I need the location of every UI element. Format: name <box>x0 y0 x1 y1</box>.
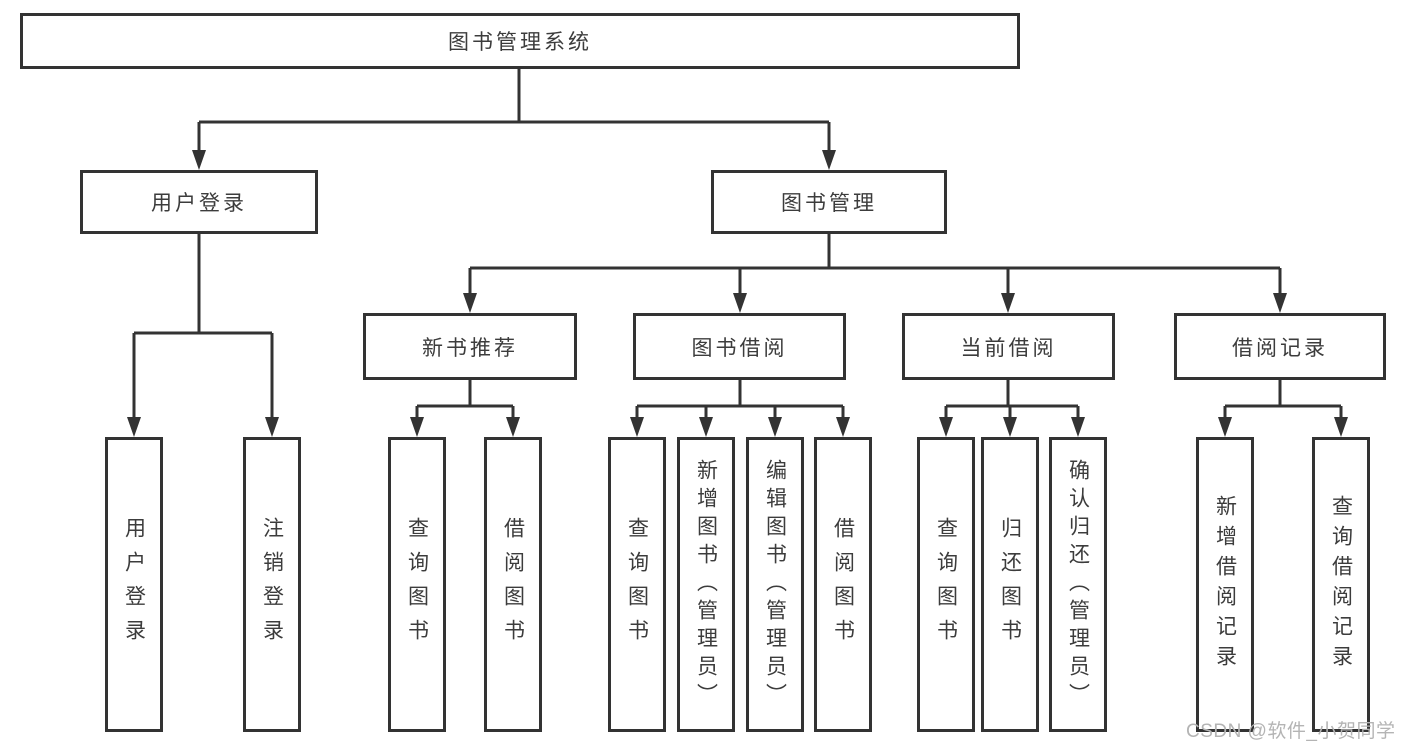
arrow-down-icon <box>733 293 747 313</box>
arrow-down-icon <box>410 417 424 437</box>
leaf-edit-book-admin-label: 编辑图书（管理员） <box>763 458 787 711</box>
leaf-user-login: 用户登录 <box>105 437 163 732</box>
connector-root <box>197 69 831 152</box>
connector-record <box>1223 380 1343 421</box>
leaf-query-books-borrow-label: 查询图书 <box>625 516 649 653</box>
arrow-down-icon <box>699 417 713 437</box>
node-user-login-label: 用户登录 <box>151 192 247 215</box>
node-book-borrow-label: 图书借阅 <box>691 336 788 360</box>
arrow-down-icon <box>939 417 953 437</box>
watermark: CSDN @软件_小贺同学 <box>1186 721 1396 742</box>
leaf-logout: 注销登录 <box>243 437 301 732</box>
connector-current <box>944 380 1080 421</box>
leaf-return-book: 归还图书 <box>981 437 1039 732</box>
arrow-down-icon <box>630 417 644 437</box>
leaf-borrow-books: 借阅图书 <box>814 437 872 732</box>
leaf-query-borrow-record: 查询借阅记录 <box>1312 437 1370 732</box>
connector-user-login <box>132 234 274 421</box>
arrow-down-icon <box>1071 417 1085 437</box>
arrow-down-icon <box>1001 293 1015 313</box>
arrow-down-icon <box>836 417 850 437</box>
leaf-borrow-books-recommend-label: 借阅图书 <box>501 516 525 653</box>
arrow-down-icon <box>127 417 141 437</box>
connector-new-book <box>415 380 515 421</box>
node-book-management-label: 图书管理 <box>781 192 877 215</box>
arrow-down-icon <box>1003 417 1017 437</box>
arrow-down-icon <box>822 150 836 170</box>
node-root: 图书管理系统 <box>20 13 1020 69</box>
leaf-add-book-admin: 新增图书（管理员） <box>677 437 735 732</box>
leaf-return-book-label: 归还图书 <box>998 516 1022 653</box>
node-root-label: 图书管理系统 <box>448 31 592 54</box>
leaf-borrow-books-label: 借阅图书 <box>831 516 855 653</box>
arrow-down-icon <box>1218 417 1232 437</box>
leaf-logout-label: 注销登录 <box>260 516 284 653</box>
arrow-down-icon <box>192 150 206 170</box>
node-borrow-record: 借阅记录 <box>1174 313 1386 380</box>
node-current-borrow-label: 当前借阅 <box>960 336 1057 360</box>
node-book-management: 图书管理 <box>711 170 947 234</box>
node-new-book-recommend: 新书推荐 <box>363 313 577 380</box>
leaf-query-books-borrow: 查询图书 <box>608 437 666 732</box>
leaf-add-borrow-record-label: 新增借阅记录 <box>1213 494 1237 675</box>
leaf-borrow-books-recommend: 借阅图书 <box>484 437 542 732</box>
node-book-borrow: 图书借阅 <box>633 313 846 380</box>
node-borrow-record-label: 借阅记录 <box>1232 336 1328 360</box>
leaf-query-books-recommend-label: 查询图书 <box>405 516 429 653</box>
leaf-add-book-admin-label: 新增图书（管理员） <box>694 458 718 711</box>
leaf-confirm-return-admin: 确认归还（管理员） <box>1049 437 1107 732</box>
leaf-query-borrow-record-label: 查询借阅记录 <box>1329 494 1353 675</box>
arrow-down-icon <box>265 417 279 437</box>
arrow-down-icon <box>1334 417 1348 437</box>
leaf-add-borrow-record: 新增借阅记录 <box>1196 437 1254 732</box>
connector-borrow <box>635 380 845 421</box>
node-user-login: 用户登录 <box>80 170 318 234</box>
leaf-user-login-label: 用户登录 <box>122 516 146 653</box>
arrow-down-icon <box>768 417 782 437</box>
leaf-query-books-recommend: 查询图书 <box>388 437 446 732</box>
leaf-edit-book-admin: 编辑图书（管理员） <box>746 437 804 732</box>
arrow-down-icon <box>1273 293 1287 313</box>
leaf-confirm-return-admin-label: 确认归还（管理员） <box>1066 458 1090 711</box>
arrow-down-icon <box>506 417 520 437</box>
node-current-borrow: 当前借阅 <box>902 313 1115 380</box>
connector-book-mgmt <box>468 234 1282 297</box>
node-new-book-recommend-label: 新书推荐 <box>422 336 518 360</box>
leaf-query-books-current-label: 查询图书 <box>934 516 958 653</box>
leaf-query-books-current: 查询图书 <box>917 437 975 732</box>
arrow-down-icon <box>463 293 477 313</box>
